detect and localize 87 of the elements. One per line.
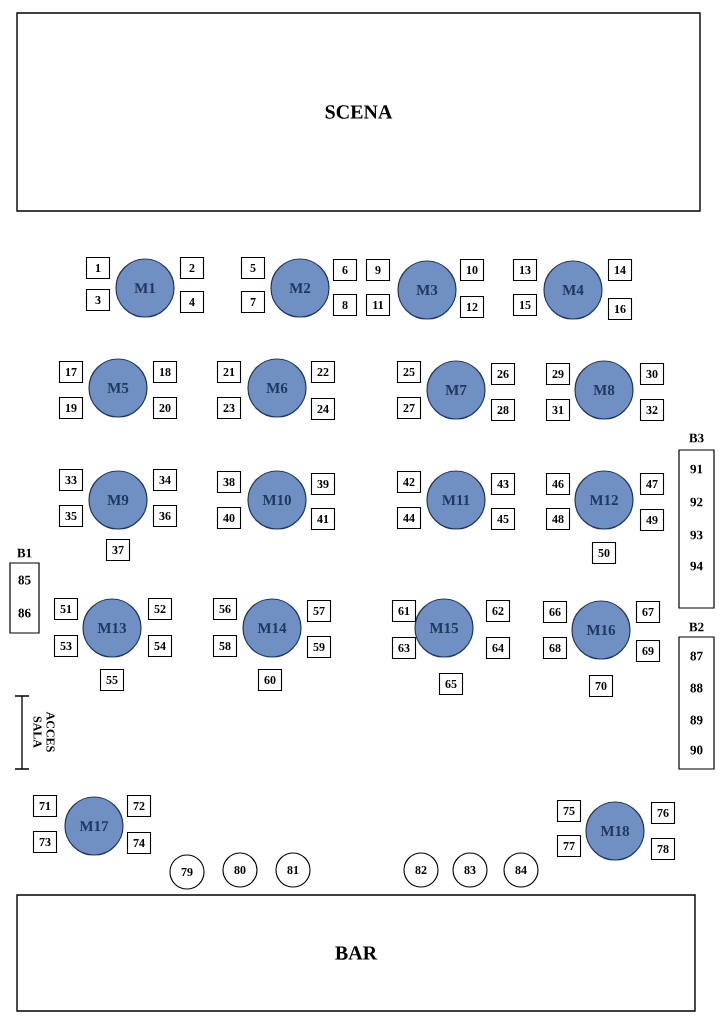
seat-box: 6 [332, 258, 358, 282]
seat-box: 62 [485, 599, 511, 623]
seat-box: 28 [490, 398, 516, 422]
seat-box: 49 [639, 508, 665, 532]
seat-box: 78 [650, 837, 676, 861]
seat-box: 30 [639, 362, 665, 386]
bench-box: B1 85 86 [9, 548, 40, 634]
seat-box: 24 [310, 397, 336, 421]
seat-box: 59 [306, 635, 332, 659]
seat-box: 65 [438, 672, 464, 696]
seat-box: 17 [58, 360, 84, 384]
seat-box: 11 [365, 293, 391, 317]
seat-box: 75 [556, 799, 582, 823]
seat-box: 32 [639, 398, 665, 422]
seat-box: 26 [490, 362, 516, 386]
node-label: B3 [689, 433, 704, 443]
seat-box: 50 [591, 541, 617, 565]
seat-box: 44 [396, 506, 422, 530]
seat-box: 34 [152, 468, 178, 492]
seat-box: 18 [152, 360, 178, 384]
seat-box: 7 [240, 290, 266, 314]
seat-box: 2 [179, 256, 205, 280]
seat-box: 56 [212, 597, 238, 621]
seat-box: 42 [396, 470, 422, 494]
seat-box: 35 [58, 504, 84, 528]
seat-box: 46 [545, 472, 571, 496]
seat-box: 70 [588, 674, 614, 698]
seat-box: 74 [126, 831, 152, 855]
seat-box: 14 [607, 258, 633, 282]
seat-box: 57 [306, 599, 332, 623]
seat-box: 67 [635, 600, 661, 624]
seat-box: 5 [240, 256, 266, 280]
seat-box: 12 [459, 295, 485, 319]
seat-box: 60 [257, 668, 283, 692]
seat-box: 29 [545, 362, 571, 386]
seat-box: 15 [512, 293, 538, 317]
seat-box: 72 [126, 794, 152, 818]
node-label: B2 [689, 622, 704, 632]
seat-box: 76 [650, 801, 676, 825]
entrance-label: ACCES SALA [33, 711, 55, 752]
seat-box: 1 [85, 256, 111, 280]
seat-box: 55 [99, 668, 125, 692]
seat-box: 41 [310, 507, 336, 531]
seat-box: 39 [310, 472, 336, 496]
seat-box: 47 [639, 472, 665, 496]
seat-box: 31 [545, 398, 571, 422]
seat-box: 53 [53, 634, 79, 658]
bench-box: B3 91 92 93 94 [678, 433, 715, 609]
seat-box: 9 [365, 258, 391, 282]
seat-box: 4 [179, 290, 205, 314]
seat-box: 77 [556, 834, 582, 858]
seat-box: 25 [396, 360, 422, 384]
seat-box: 48 [545, 507, 571, 531]
seat-box: 58 [212, 634, 238, 658]
seat-box: 71 [32, 794, 58, 818]
seat-box: 37 [105, 538, 131, 562]
seat-box: 33 [58, 468, 84, 492]
seat-box: 54 [147, 634, 173, 658]
seat-box: 27 [396, 396, 422, 420]
stage-box: SCENA [16, 12, 701, 212]
node-label: B1 [17, 548, 32, 558]
seat-box: 63 [391, 636, 417, 660]
seat-box: 3 [85, 288, 111, 312]
seat-box: 19 [58, 396, 84, 420]
bench-box: B2 87 88 89 90 [678, 622, 715, 770]
seat-box: 16 [607, 297, 633, 321]
bar-counter-box: BAR [16, 894, 696, 1012]
seat-box: 38 [216, 470, 242, 494]
seat-box: 52 [147, 597, 173, 621]
seat-box: 23 [216, 396, 242, 420]
seat-box: 8 [332, 293, 358, 317]
seat-box: 10 [459, 258, 485, 282]
seat-box: 73 [32, 830, 58, 854]
seat-box: 43 [490, 472, 516, 496]
seat-box: 36 [152, 504, 178, 528]
seat-box: 68 [542, 636, 568, 660]
seat-box: 69 [635, 639, 661, 663]
seat-box: 51 [53, 597, 79, 621]
seat-box: 66 [542, 600, 568, 624]
seat-box: 64 [485, 636, 511, 660]
seat-box: 21 [216, 360, 242, 384]
seat-box: 61 [391, 599, 417, 623]
seat-box: 40 [216, 506, 242, 530]
seat-box: 22 [310, 360, 336, 384]
seat-box: 13 [512, 258, 538, 282]
seat-box: 20 [152, 396, 178, 420]
seat-box: 45 [490, 507, 516, 531]
